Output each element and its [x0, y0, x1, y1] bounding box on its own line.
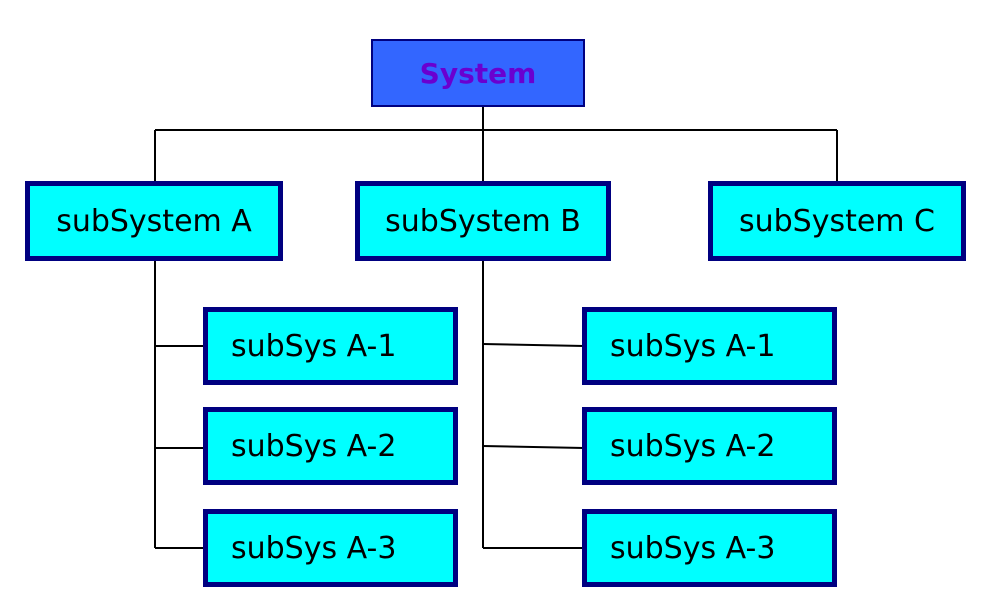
- subsystem-b-child-1-label: subSys A-1: [610, 328, 776, 364]
- subsystem-c-label: subSystem C: [738, 203, 936, 239]
- subsystem-a-node: subSystem A: [25, 181, 283, 261]
- subsystem-c-node: subSystem C: [708, 181, 966, 261]
- subsystem-a-label: subSystem A: [56, 203, 252, 239]
- subsystem-a-child-3-label: subSys A-3: [231, 530, 397, 566]
- b-child-2-branch-line: [482, 445, 585, 449]
- subsystem-b-child-2-label: subSys A-2: [610, 428, 776, 464]
- subsystem-a-child-3-node: subSys A-3: [203, 509, 458, 587]
- subsystem-a-child-1-label: subSys A-1: [231, 328, 397, 364]
- subsystem-a-child-1-node: subSys A-1: [203, 307, 458, 385]
- subsystem-b-child-1-node: subSys A-1: [582, 307, 837, 385]
- subsystem-a-child-2-node: subSys A-2: [203, 407, 458, 485]
- subsystem-b-child-3-label: subSys A-3: [610, 530, 776, 566]
- subsystem-b-child-2-node: subSys A-2: [582, 407, 837, 485]
- system-root-label: System: [419, 56, 537, 90]
- subsystem-b-child-3-node: subSys A-3: [582, 509, 837, 587]
- subsystem-b-label: subSystem B: [385, 203, 581, 239]
- system-root-node: System: [371, 39, 585, 107]
- b-child-1-branch-line: [482, 343, 585, 347]
- subsystem-a-child-2-label: subSys A-2: [231, 428, 397, 464]
- subsystem-b-node: subSystem B: [355, 181, 611, 261]
